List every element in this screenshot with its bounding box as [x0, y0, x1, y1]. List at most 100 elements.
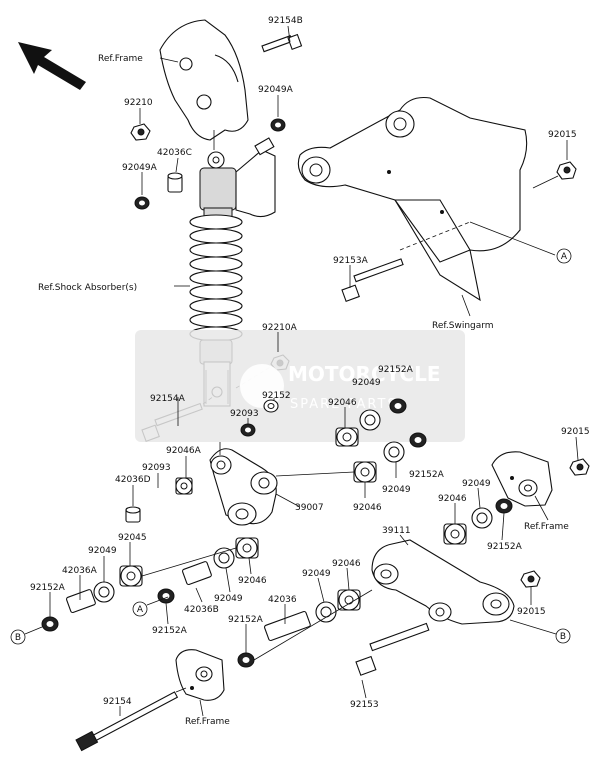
svg-text:B: B [15, 633, 21, 643]
shock-absorber [189, 137, 276, 407]
watermark: MOTORCYCLE SPARE PARTS [135, 330, 465, 442]
label-92210: 92210 [124, 98, 153, 108]
swingarm [297, 96, 556, 317]
marker-B-right: B [509, 619, 571, 644]
label-92049-d: 92049 [88, 546, 117, 556]
seal-92049-c [471, 507, 493, 529]
bolt-92154 [75, 687, 187, 752]
label-42036A: 42036A [62, 566, 98, 576]
bolt-92153 [355, 622, 430, 676]
label-92154: 92154 [103, 697, 132, 707]
bearing-92046-a [335, 427, 359, 447]
frame-bracket-right [491, 451, 553, 507]
rocker-arm-39111 [371, 534, 515, 625]
marker-A-right: A [556, 248, 572, 264]
label-92152A-d: 92152A [30, 583, 66, 593]
label-92045: 92045 [118, 533, 147, 543]
seal-92049-a [359, 409, 381, 431]
marker-A-left: A [132, 596, 169, 617]
frame-bracket-bottom [175, 649, 225, 701]
seal-92152A-b [409, 432, 427, 448]
shock-spring [189, 214, 243, 342]
collar-42036B [182, 561, 212, 586]
label-39007: 39007 [295, 503, 324, 513]
label-92046A: 92046A [166, 446, 202, 456]
label-92049-c: 92049 [462, 479, 491, 489]
bearing-92046-d [235, 537, 259, 559]
label-92210A: 92210A [262, 323, 298, 333]
collar-42036D [125, 506, 141, 523]
part-labels: 92154B Ref.Frame 92210 92049A 42036C 920… [30, 16, 590, 727]
nut-92015-bottom [520, 570, 541, 588]
label-92093-b: 92093 [142, 463, 171, 473]
label-92152A-e: 92152A [152, 626, 188, 636]
seal-92152A-d [41, 616, 59, 632]
svg-text:A: A [137, 605, 144, 615]
label-92046-a: 92046 [328, 398, 357, 408]
seal-92049-d [93, 581, 115, 603]
label-92152A-a: 92152A [378, 365, 414, 375]
label-92093-a: 92093 [230, 409, 259, 419]
label-92015-top: 92015 [548, 130, 577, 140]
collar-42036C [167, 172, 183, 193]
svg-text:B: B [560, 632, 566, 642]
bearing-92046-c [443, 523, 467, 545]
collar-42036A [66, 589, 96, 614]
nut-92015-right [569, 458, 590, 476]
label-92152: 92152 [262, 391, 291, 401]
seal-92152A-e [157, 588, 175, 604]
label-92046-c: 92046 [438, 494, 467, 504]
bearing-92045 [119, 565, 143, 587]
bearing-92046-e [337, 589, 361, 611]
bearing-92046A [175, 477, 193, 495]
label-ref-shock-absorber: Ref.Shock Absorber(s) [38, 283, 137, 293]
label-42036C: 42036C [157, 148, 192, 158]
seal-92152A-f [237, 652, 255, 668]
label-42036: 42036 [268, 595, 297, 605]
label-92049-f: 92049 [302, 569, 331, 579]
seal-92152A-a [389, 398, 407, 414]
watermark-line2: SPARE PARTS [290, 397, 398, 412]
label-92152A-f: 92152A [228, 615, 264, 625]
label-92049-b: 92049 [382, 485, 411, 495]
label-ref-frame-bottom: Ref.Frame [185, 717, 230, 727]
bearing-92046-b [353, 461, 377, 483]
label-92153A: 92153A [333, 256, 369, 266]
label-92015-bottom: 92015 [517, 607, 546, 617]
label-92154B: 92154B [268, 16, 303, 26]
label-92049-a: 92049 [352, 378, 381, 388]
label-39111: 39111 [382, 526, 411, 536]
marker-B-left: B [10, 626, 43, 645]
label-92049-e: 92049 [214, 594, 243, 604]
tie-rod-39007 [209, 442, 301, 526]
seal-92152A-c [495, 498, 513, 514]
seal-92049-f [315, 601, 337, 623]
seal-92049-b [383, 441, 405, 463]
label-leaders [49, 25, 579, 717]
label-ref-swingarm: Ref.Swingarm [432, 321, 494, 331]
watermark-line1: MOTORCYCLE [288, 362, 440, 386]
svg-text:A: A [561, 252, 568, 262]
label-92049A-top: 92049A [258, 85, 294, 95]
label-92152A-b: 92152A [409, 470, 445, 480]
label-92046-e: 92046 [332, 559, 361, 569]
seal-92049-e [213, 547, 235, 569]
bolt-92154B [261, 33, 303, 53]
label-92049A-left: 92049A [122, 163, 158, 173]
front-direction-arrow-icon [18, 42, 86, 90]
label-92046-d: 92046 [238, 576, 267, 586]
collar-42036 [264, 610, 311, 642]
seal-92152 [263, 399, 279, 413]
nut-92210 [130, 123, 151, 141]
bolt-92153A [341, 258, 404, 302]
seal-92049A-left [134, 196, 150, 210]
label-42036B: 42036B [184, 605, 219, 615]
label-92015-right: 92015 [561, 427, 590, 437]
label-ref-frame-top: Ref.Frame [98, 54, 143, 64]
label-ref-frame-right: Ref.Frame [524, 522, 569, 532]
label-92152A-c: 92152A [487, 542, 523, 552]
label-92046-b: 92046 [353, 503, 382, 513]
collar-92093-a [240, 423, 256, 437]
label-92154A: 92154A [150, 394, 186, 404]
